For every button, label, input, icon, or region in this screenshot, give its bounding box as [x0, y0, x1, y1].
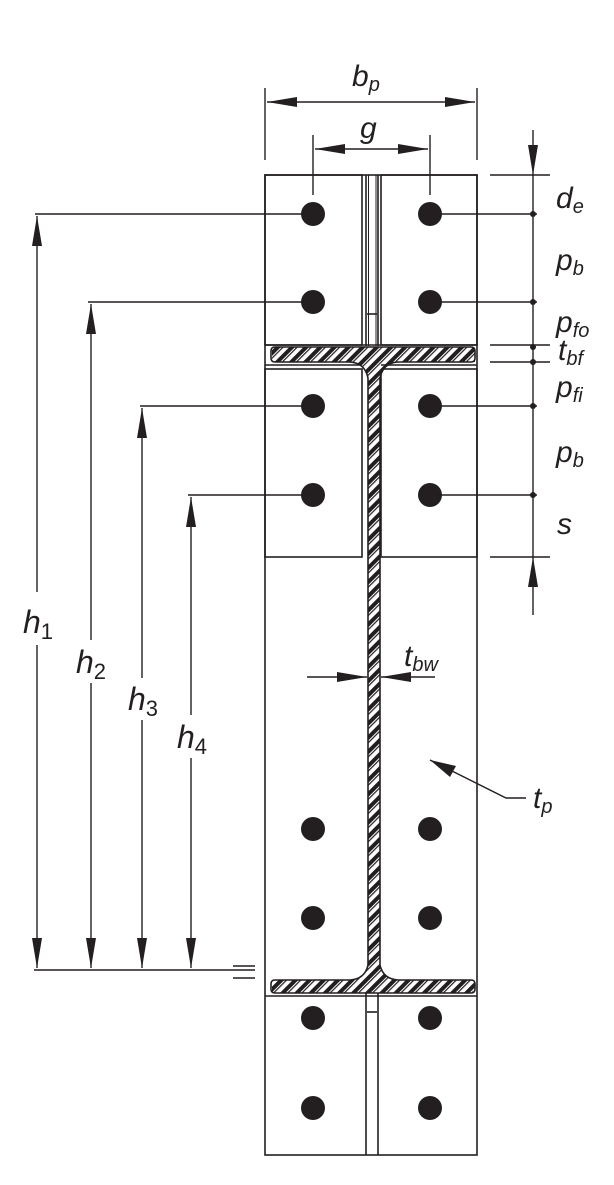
beam-tension-flange-outline	[270, 346, 476, 994]
label-h1: h1	[23, 604, 53, 644]
bolt-icon	[418, 1006, 442, 1030]
stiffener-top	[365, 175, 379, 346]
label-tp: tp	[533, 782, 552, 818]
bolt-icon	[301, 906, 325, 930]
dim-h-lines	[32, 213, 255, 979]
stiffener-bottom	[365, 978, 379, 1155]
dim-chain-dots	[530, 211, 536, 498]
dim-chain-right	[490, 130, 550, 615]
label-pfi: pfi	[555, 371, 583, 407]
label-g: g	[360, 112, 377, 145]
label-h3: h3	[128, 681, 158, 721]
label-pfo: pfo	[555, 306, 589, 342]
label-bp: bp	[352, 60, 380, 96]
beam-tension-flange	[272, 347, 475, 993]
plate-panel-mid-right	[380, 368, 478, 558]
plate-panel-top-right	[380, 174, 478, 346]
label-tbf: tbf	[558, 334, 585, 370]
bolt-icon	[301, 1006, 325, 1030]
plate-panel-mid-left	[264, 368, 363, 558]
label-pb-bottom: pb	[555, 436, 584, 472]
label-de: de	[556, 182, 584, 218]
label-h2: h2	[76, 644, 106, 684]
bolt-icon	[301, 817, 325, 841]
bolt-icon	[301, 1096, 325, 1120]
dim-tp	[429, 759, 526, 799]
bolt-icon	[418, 817, 442, 841]
bolt-icon	[418, 1096, 442, 1120]
dim-bp	[264, 88, 478, 160]
end-plate	[264, 174, 478, 1156]
dim-g	[312, 135, 431, 195]
plate-panel-top-left	[264, 174, 363, 346]
label-tbw: tbw	[404, 640, 439, 676]
bolt-icon	[418, 906, 442, 930]
label-pb-top: pb	[555, 244, 584, 280]
label-s: s	[557, 508, 572, 541]
label-h4: h4	[177, 719, 207, 759]
